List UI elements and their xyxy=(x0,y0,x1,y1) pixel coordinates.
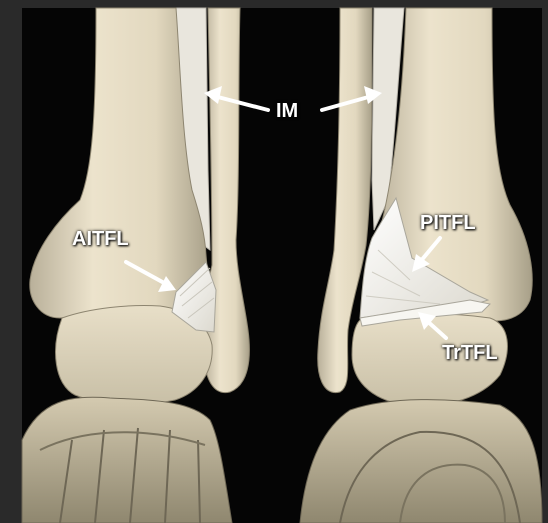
label-trtfl: TrTFL xyxy=(442,342,498,365)
label-pitfl: PITFL xyxy=(420,212,476,235)
label-im: IM xyxy=(276,100,298,123)
label-aitfl: AITFL xyxy=(72,228,129,251)
